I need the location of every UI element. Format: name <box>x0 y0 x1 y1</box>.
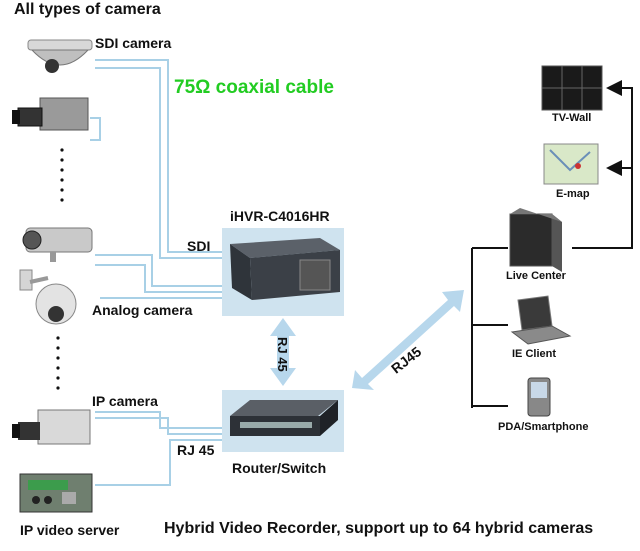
ip-camera-icon <box>12 409 91 445</box>
ip-server-cable <box>95 439 222 486</box>
rj45-diagonal-arrow <box>352 290 464 390</box>
laptop-icon <box>510 295 572 345</box>
bullet-camera-icon <box>22 227 93 262</box>
pda-smartphone-label: PDA/Smartphone <box>498 421 589 433</box>
live-center-label: Live Center <box>506 270 566 282</box>
coax-cable-label: 75Ω coaxial cable <box>174 77 334 98</box>
sdi-camera-cable-2 <box>95 67 222 259</box>
box-camera-icon <box>12 97 89 131</box>
router-switch-label: Router/Switch <box>232 460 327 476</box>
all-types-heading: All types of camera <box>14 1 161 18</box>
rj45-vertical-arrow <box>270 318 296 386</box>
ie-client-label: IE Client <box>512 348 557 360</box>
ptz-camera-icon <box>19 269 77 325</box>
ip-camera-label: IP camera <box>92 393 158 409</box>
bullet-camera-cable-2 <box>95 264 222 293</box>
router-switch-icon <box>222 390 344 452</box>
camera-dots <box>56 148 64 390</box>
diagram-caption: Hybrid Video Recorder, support up to 64 … <box>164 520 594 537</box>
sdi-camera-label: SDI camera <box>95 35 172 51</box>
e-map-icon <box>543 143 599 185</box>
e-map-label: E-map <box>556 188 590 200</box>
smartphone-icon <box>527 377 551 417</box>
analog-camera-label: Analog camera <box>92 302 193 318</box>
bullet-camera-cable <box>95 254 222 287</box>
rj45-vertical-label: RJ 45 <box>275 337 290 372</box>
ip-camera-cable-2 <box>95 417 222 435</box>
recorder-device-icon <box>222 228 344 316</box>
rj45-left-label: RJ 45 <box>177 442 215 458</box>
ip-video-server-icon <box>19 473 93 513</box>
tv-wall-icon <box>541 65 603 111</box>
client-tree-lines <box>471 80 633 408</box>
tv-wall-label: TV-Wall <box>552 112 592 124</box>
live-center-icon <box>509 208 562 272</box>
ip-video-server-label: IP video server <box>20 522 120 538</box>
cable-lines <box>90 59 222 486</box>
dome-camera-icon <box>27 39 93 73</box>
recorder-model-label: iHVR-C4016HR <box>230 208 330 224</box>
ip-camera-cable <box>95 411 222 429</box>
sdi-camera-cable <box>95 59 222 253</box>
box-camera-link <box>90 117 101 141</box>
sdi-label: SDI <box>187 238 211 254</box>
